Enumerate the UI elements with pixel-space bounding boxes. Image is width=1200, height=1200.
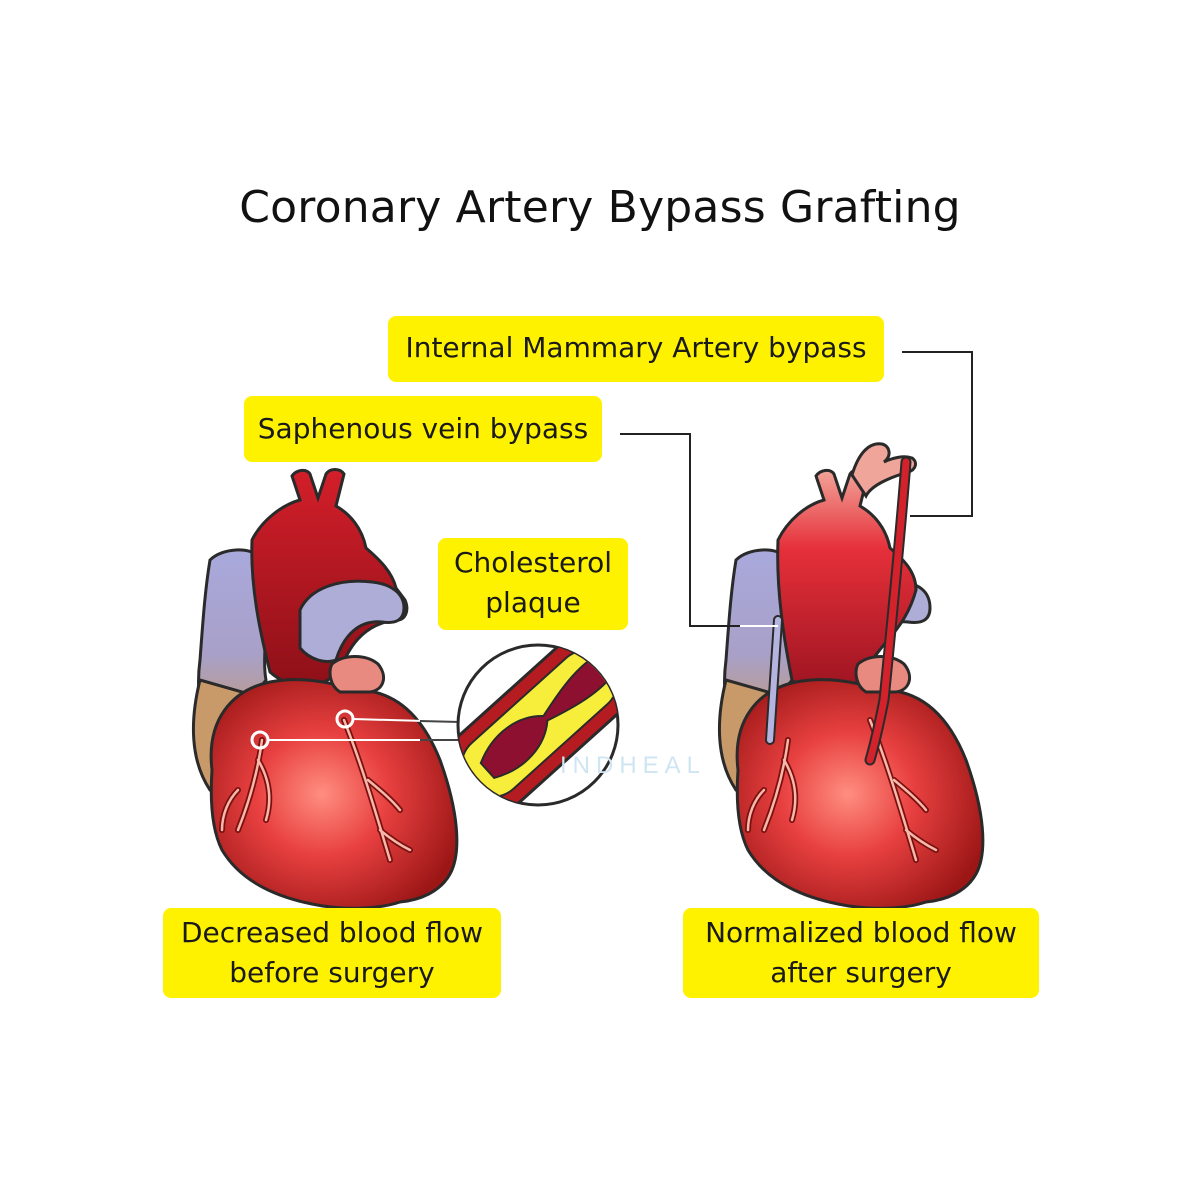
heart-before [193, 470, 460, 909]
label-before-surgery: Decreased blood flow before surgery [163, 908, 501, 998]
heart-after [719, 444, 982, 908]
callout-line-2-dark [420, 721, 460, 722]
label-line: before surgery [163, 953, 501, 993]
label-after-surgery: Normalized blood flow after surgery [683, 908, 1039, 998]
label-line: Cholesterol [438, 543, 628, 583]
magnified-artery [428, 617, 652, 831]
label-text: Internal Mammary Artery bypass [388, 328, 884, 368]
pulmonary-artery-left [300, 581, 404, 661]
label-line: Decreased blood flow [163, 913, 501, 953]
label-text: Saphenous vein bypass [244, 409, 602, 449]
label-line: after surgery [683, 953, 1039, 993]
label-line: Normalized blood flow [683, 913, 1039, 953]
connector-ima [902, 352, 972, 516]
label-cholesterol-plaque: Cholesterol plaque [438, 538, 628, 630]
left-atrium-appendage-left [330, 657, 383, 693]
label-line: plaque [438, 583, 628, 623]
label-saphenous-vein-bypass: Saphenous vein bypass [244, 396, 602, 462]
watermark: INDHEAL [560, 752, 706, 780]
label-internal-mammary-artery-bypass: Internal Mammary Artery bypass [388, 316, 884, 382]
